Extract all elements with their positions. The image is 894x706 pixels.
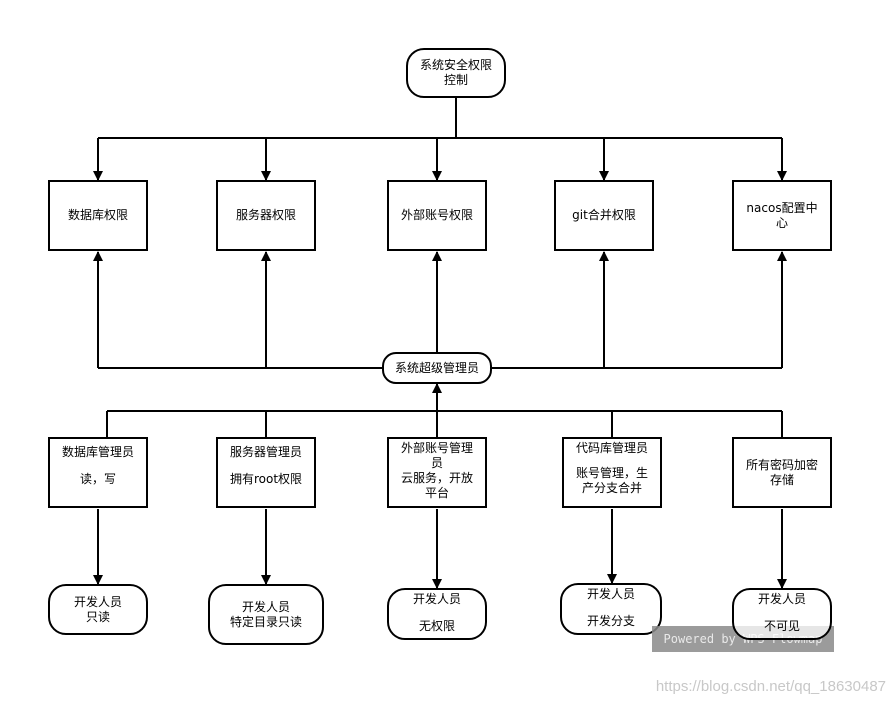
developer-readonly-node: 开发人员 只读 (48, 584, 148, 635)
password-storage-title: 所有密码加密 (745, 457, 818, 472)
blog-url-watermark: https://blog.csdn.net/qq_18630487 (655, 678, 886, 695)
root-node-line1: 系统安全权限 (419, 58, 492, 72)
developer-invisible-node: 开发人员 不可见 (732, 588, 832, 640)
developer-dev-branch-line1: 开发人员 (586, 587, 635, 601)
developer-readonly-line1: 开发人员 (73, 594, 122, 609)
code-repo-admin-node: 代码库管理员 账号管理，生 产分支合并 (562, 437, 662, 508)
git-merge-permission-label: git合并权限 (572, 208, 636, 222)
code-repo-admin-detail: 账号管理，生 (575, 466, 648, 480)
developer-dir-readonly-line1: 开发人员 (241, 599, 290, 614)
password-storage-title-2: 存储 (769, 472, 794, 487)
nacos-config-label: nacos配置中 (746, 200, 818, 215)
developer-dev-branch-node: 开发人员 开发分支 (560, 583, 662, 635)
nacos-config-node: nacos配置中 心 (732, 180, 832, 251)
external-account-admin-detail: 云服务，开放 (400, 471, 473, 485)
code-repo-admin-title: 代码库管理员 (575, 441, 648, 455)
server-permission-label: 服务器权限 (235, 208, 296, 222)
external-account-admin-node: 外部账号管理 员 云服务，开放 平台 (387, 437, 487, 508)
code-repo-admin-detail-2: 产分支合并 (581, 481, 642, 495)
developer-no-permission-line2: 无权限 (418, 619, 455, 633)
database-admin-node: 数据库管理员 读，写 (48, 437, 148, 508)
server-admin-title: 服务器管理员 (229, 445, 302, 459)
developer-no-permission-line1: 开发人员 (412, 592, 461, 606)
developer-no-permission-node: 开发人员 无权限 (387, 588, 487, 640)
developer-invisible-line1: 开发人员 (757, 592, 806, 606)
database-admin-title: 数据库管理员 (61, 445, 134, 459)
external-account-admin-title: 外部账号管理 (400, 441, 473, 455)
developer-dir-readonly-node: 开发人员 特定目录只读 (208, 584, 324, 645)
developer-invisible-line2: 不可见 (763, 619, 800, 633)
server-permission-node: 服务器权限 (216, 180, 316, 251)
developer-dev-branch-line2: 开发分支 (586, 614, 635, 628)
external-account-admin-title-2: 员 (430, 456, 443, 470)
external-account-permission-label: 外部账号权限 (400, 208, 473, 222)
root-node: 系统安全权限 控制 (406, 48, 506, 98)
developer-dir-readonly-line2: 特定目录只读 (229, 614, 302, 629)
super-admin-node: 系统超级管理员 (382, 352, 492, 384)
root-node-line2: 控制 (443, 73, 468, 87)
external-account-admin-detail-2: 平台 (424, 486, 449, 500)
password-storage-node: 所有密码加密 存储 (732, 437, 832, 508)
super-admin-label: 系统超级管理员 (394, 360, 479, 375)
nacos-config-label-2: 心 (775, 215, 788, 230)
database-permission-label: 数据库权限 (67, 208, 128, 222)
server-admin-node: 服务器管理员 拥有root权限 (216, 437, 316, 508)
developer-readonly-line2: 只读 (85, 609, 110, 624)
database-permission-node: 数据库权限 (48, 180, 148, 251)
git-merge-permission-node: git合并权限 (554, 180, 654, 251)
database-admin-detail: 读，写 (79, 472, 116, 486)
server-admin-detail: 拥有root权限 (229, 472, 303, 486)
external-account-permission-node: 外部账号权限 (387, 180, 487, 251)
